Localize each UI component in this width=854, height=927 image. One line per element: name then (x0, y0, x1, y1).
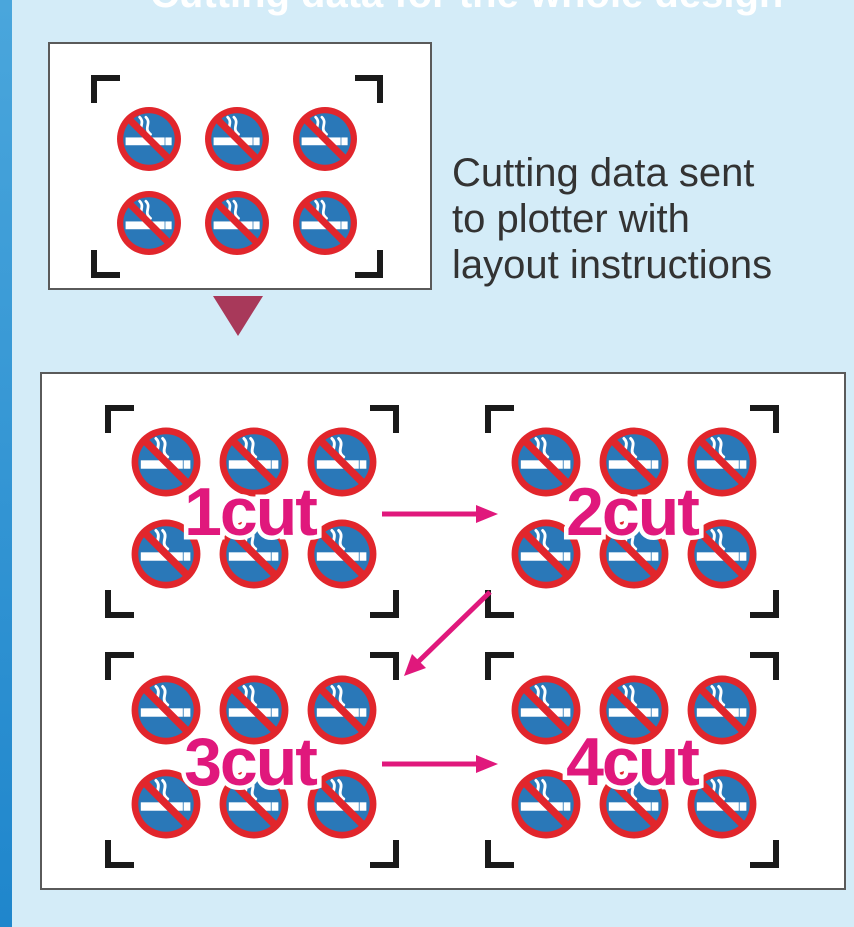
arrow-2-to-3 (416, 590, 492, 664)
down-arrow-icon (213, 296, 263, 336)
arrow-1-to-2-head (476, 505, 498, 523)
no-smoking-icon (112, 186, 187, 261)
no-smoking-icon (288, 186, 363, 261)
cut-label-1: 1cut (184, 474, 317, 550)
source-sign-grid (112, 102, 363, 261)
no-smoking-icon (288, 102, 363, 177)
no-smoking-icon (200, 102, 275, 177)
cut-label-4: 4cut (566, 724, 699, 800)
crop-marks-sheet (105, 405, 779, 868)
cut-label-2: 2cut (566, 474, 699, 550)
no-smoking-icon (112, 102, 187, 177)
header-partial-text: Cutting data for the whole design (150, 0, 850, 17)
left-accent-strip (0, 0, 12, 927)
cut-order-arrows (382, 505, 498, 773)
arrow-2-to-3-head (404, 654, 426, 676)
no-smoking-icon (200, 186, 275, 261)
caption-line: Cutting data sent (452, 151, 755, 195)
caption-text: Cutting data sent to plotter with layout… (452, 150, 772, 288)
crop-marks-source (91, 75, 383, 278)
caption-line: layout instructions (452, 243, 773, 287)
arrow-3-to-4-head (476, 755, 498, 773)
cut-label-3: 3cut (184, 724, 317, 800)
caption-line: to plotter with (452, 197, 690, 241)
